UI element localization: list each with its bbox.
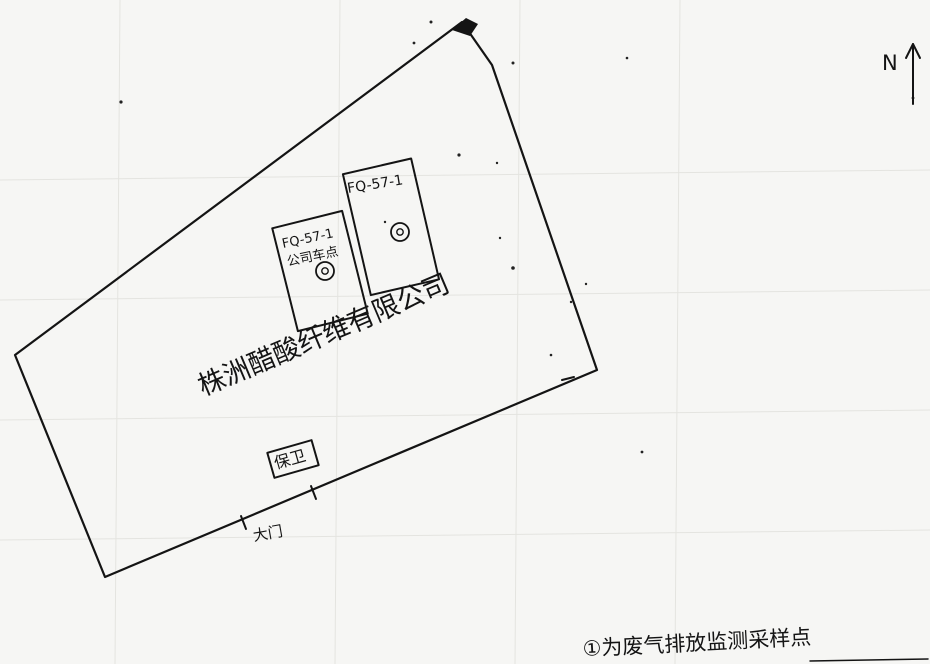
sampling-building-1 bbox=[341, 157, 441, 297]
company-name-label: 株洲醋酸纤维有限公司 bbox=[194, 268, 455, 402]
boundary-tick-right bbox=[561, 376, 575, 381]
main-gate-marks bbox=[240, 485, 317, 530]
site-boundary bbox=[13, 20, 599, 579]
sampling-building-2 bbox=[271, 209, 369, 333]
boundary-corner-blot bbox=[452, 18, 478, 36]
legend-underline bbox=[809, 658, 929, 662]
legend-text: ①为废气排放监测采样点 bbox=[582, 625, 812, 661]
guard-room bbox=[266, 439, 320, 479]
north-label: N bbox=[882, 51, 898, 75]
sampling-point-2-marker bbox=[315, 261, 335, 281]
main-gate-label: 大门 bbox=[252, 522, 285, 545]
scan-speckles bbox=[119, 20, 915, 454]
sampling-point-1-marker bbox=[390, 222, 410, 242]
north-arrow bbox=[905, 43, 921, 105]
